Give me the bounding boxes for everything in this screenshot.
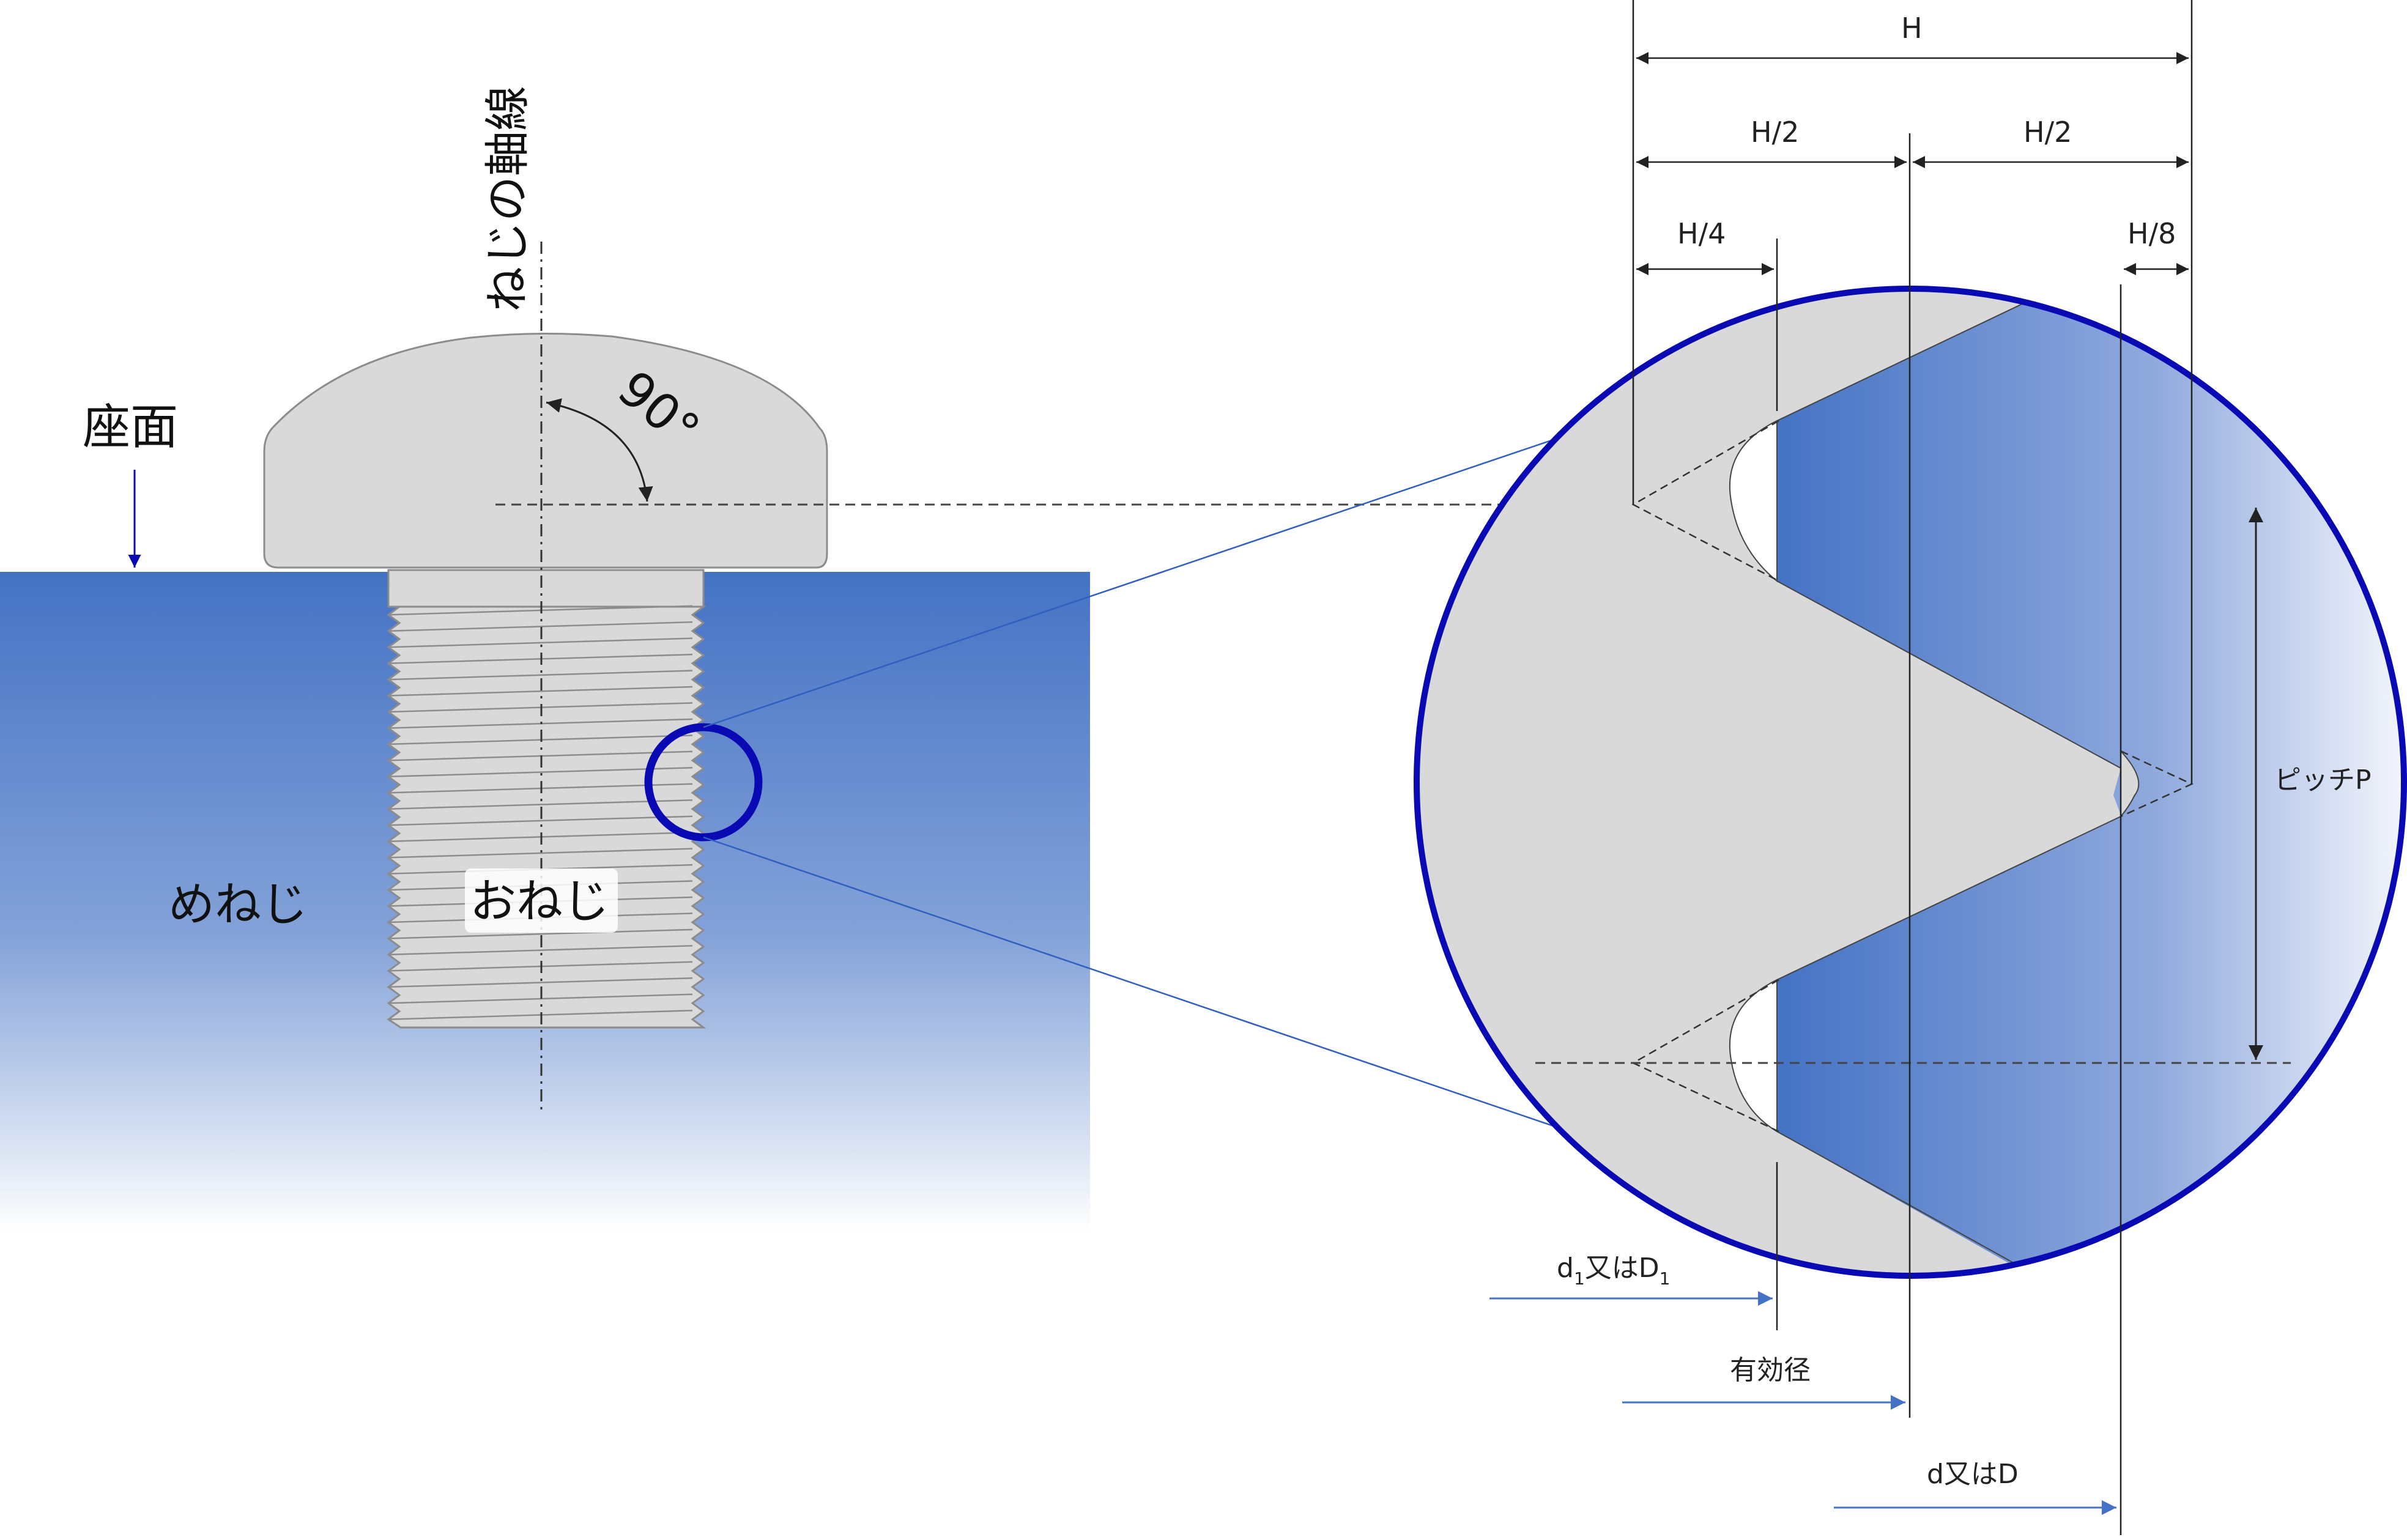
zoom-root-round-lower bbox=[1729, 979, 1778, 1133]
thread-line bbox=[388, 799, 693, 810]
zoom-leader-bottom bbox=[703, 836, 1567, 1131]
thread-line bbox=[388, 637, 693, 648]
thread-line bbox=[388, 767, 693, 778]
thread-line bbox=[388, 993, 693, 1004]
thread-line bbox=[388, 686, 693, 697]
minor-diameter-label: d1又はD1 bbox=[1557, 1253, 1670, 1289]
female-thread-label: めねじ bbox=[168, 877, 308, 931]
zoom-crest-round bbox=[2120, 750, 2140, 817]
screw-shank-top bbox=[387, 569, 705, 608]
zoom-leader-top bbox=[703, 434, 1567, 728]
male-label-bg bbox=[465, 868, 618, 933]
effective-diameter-label: 有効径 bbox=[1730, 1355, 1811, 1386]
major-diameter-label: d又はD bbox=[1927, 1459, 2019, 1490]
dim-H8-label: H/8 bbox=[2127, 217, 2176, 250]
thread-line bbox=[388, 848, 693, 859]
screw-head bbox=[263, 332, 828, 569]
dim-H-label: H bbox=[1901, 12, 1923, 45]
thread-line bbox=[388, 945, 693, 956]
dim-H2-right-label: H/2 bbox=[2023, 116, 2072, 149]
thread-helix-lines bbox=[388, 605, 693, 1021]
dim-H4-label: H/4 bbox=[1677, 217, 1726, 250]
pitch-label: ピッチP bbox=[2274, 764, 2372, 796]
axis-label: ねじの軸線 bbox=[481, 86, 534, 312]
zoom-root-round-upper bbox=[1729, 420, 1778, 583]
thread-line bbox=[388, 928, 693, 939]
thread-line bbox=[388, 977, 693, 988]
thread-line bbox=[388, 670, 693, 681]
dim-H2-left-label: H/2 bbox=[1751, 116, 1799, 149]
right-angle-arc bbox=[546, 398, 653, 502]
male-thread-label: おねじ bbox=[470, 874, 609, 928]
seat-label: 座面 bbox=[83, 400, 178, 455]
thread-line bbox=[388, 815, 693, 826]
thread-line bbox=[388, 621, 693, 632]
